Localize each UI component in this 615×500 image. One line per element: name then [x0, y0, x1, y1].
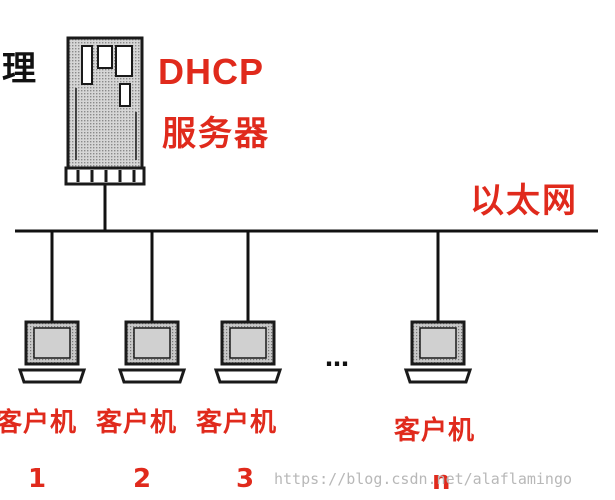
more-clients-ellipsis: …: [325, 344, 353, 372]
client-n-label: 客户机: [394, 416, 476, 446]
client-3-laptop-icon: [213, 320, 283, 384]
client-2-label: 客户机: [96, 408, 178, 438]
client-n-number: n: [432, 466, 451, 496]
server-tower-icon: [64, 36, 146, 186]
cropped-heading-fragment: 理: [2, 49, 36, 89]
client-n-laptop-icon: [403, 320, 473, 384]
client-3-label: 客户机: [196, 408, 278, 438]
client-1-number: 1: [28, 464, 47, 494]
client-2-number: 2: [133, 464, 152, 494]
client-3-number: 3: [236, 464, 255, 494]
client-1-label: 客户机: [0, 408, 78, 438]
client-2-laptop-icon: [117, 320, 187, 384]
server-name-label: 服务器: [162, 114, 270, 154]
client-1-laptop-icon: [17, 320, 87, 384]
watermark-url: https://blog.csdn.net/alaflamingo: [274, 470, 573, 488]
ethernet-label: 以太网: [470, 181, 578, 221]
server-protocol-label: DHCP: [158, 51, 265, 92]
